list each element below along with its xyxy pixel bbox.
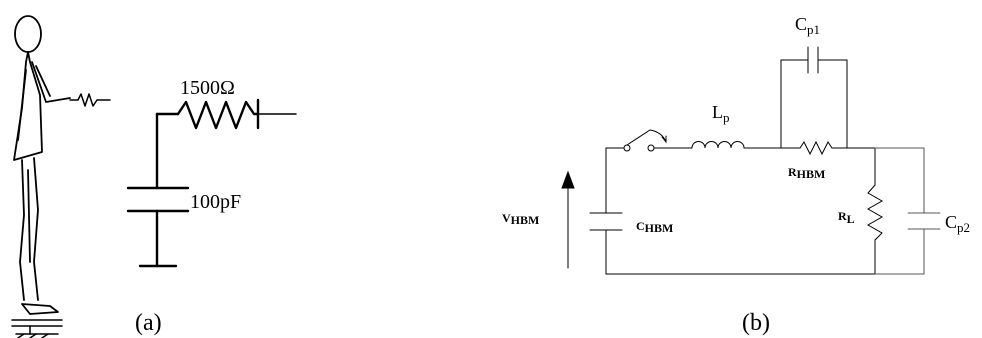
switch-icon (605, 129, 667, 152)
resistor-rhbm-icon (780, 140, 876, 156)
rl-label: RL (838, 209, 855, 226)
human-figure-icon (13, 15, 71, 315)
capacitor-cp1-icon (807, 46, 819, 74)
hbm-equivalent-circuit (126, 98, 297, 268)
chbm-label: CHBM (636, 219, 673, 235)
panel-b-caption: (b) (742, 310, 770, 336)
capacitor-chbm-icon (589, 212, 623, 231)
panel-b-hbm-circuit (561, 46, 941, 275)
vhbm-label: VHBM (502, 211, 539, 227)
panel-a-caption: (a) (135, 310, 162, 336)
panel-a-human-body-model (11, 15, 297, 338)
resistor-rl-icon (866, 184, 884, 241)
capacitor-cp2-icon (907, 212, 941, 230)
voltage-arrow-icon (561, 170, 575, 269)
hand-resistor-icon (69, 93, 111, 107)
rhbm-label: RHBM (788, 165, 825, 181)
capacitor-100pf-icon (126, 186, 190, 213)
capacitor-value-label: 100pF (190, 191, 241, 213)
inductor-lp-icon (691, 141, 745, 149)
resistor-1500-icon (176, 100, 260, 130)
cp2-label: Cp2 (945, 212, 970, 235)
lp-label: Lp (712, 102, 730, 125)
ground-plates-icon (11, 319, 63, 338)
cp1-label: Cp1 (795, 14, 820, 37)
resistor-value-label: 1500Ω (180, 77, 235, 99)
